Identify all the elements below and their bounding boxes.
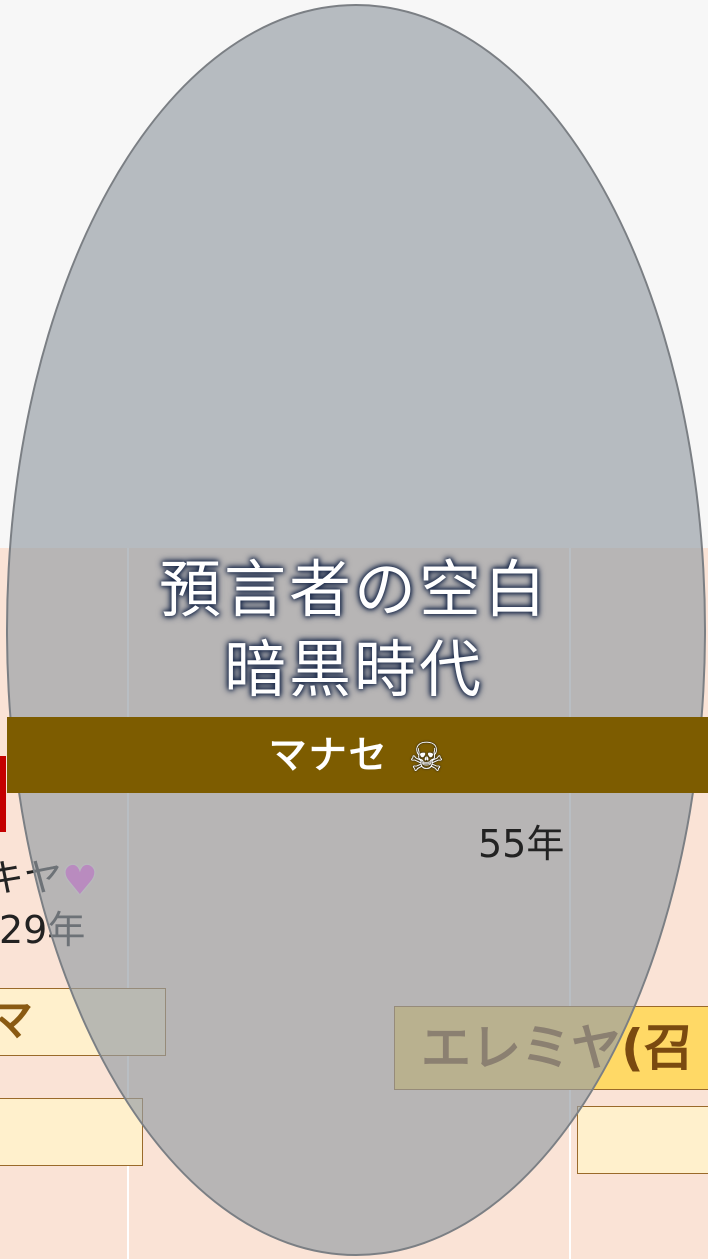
overlay-subtitle: 暗黒時代 xyxy=(223,633,484,706)
king-marker[interactable] xyxy=(0,756,6,832)
overlay-title: 預言者の空白 xyxy=(158,553,549,626)
dark-age-oval xyxy=(6,4,706,1256)
king-bar-label: マナセ xyxy=(268,733,389,777)
prophet-box-left-2[interactable] xyxy=(0,1098,143,1166)
prophet-box-right[interactable] xyxy=(577,1106,708,1174)
skull-icon: ☠ xyxy=(408,734,447,781)
king-bar-manasseh[interactable]: マナセ ☠ xyxy=(7,717,708,793)
reign-years-manasseh: 55年 xyxy=(478,822,565,866)
